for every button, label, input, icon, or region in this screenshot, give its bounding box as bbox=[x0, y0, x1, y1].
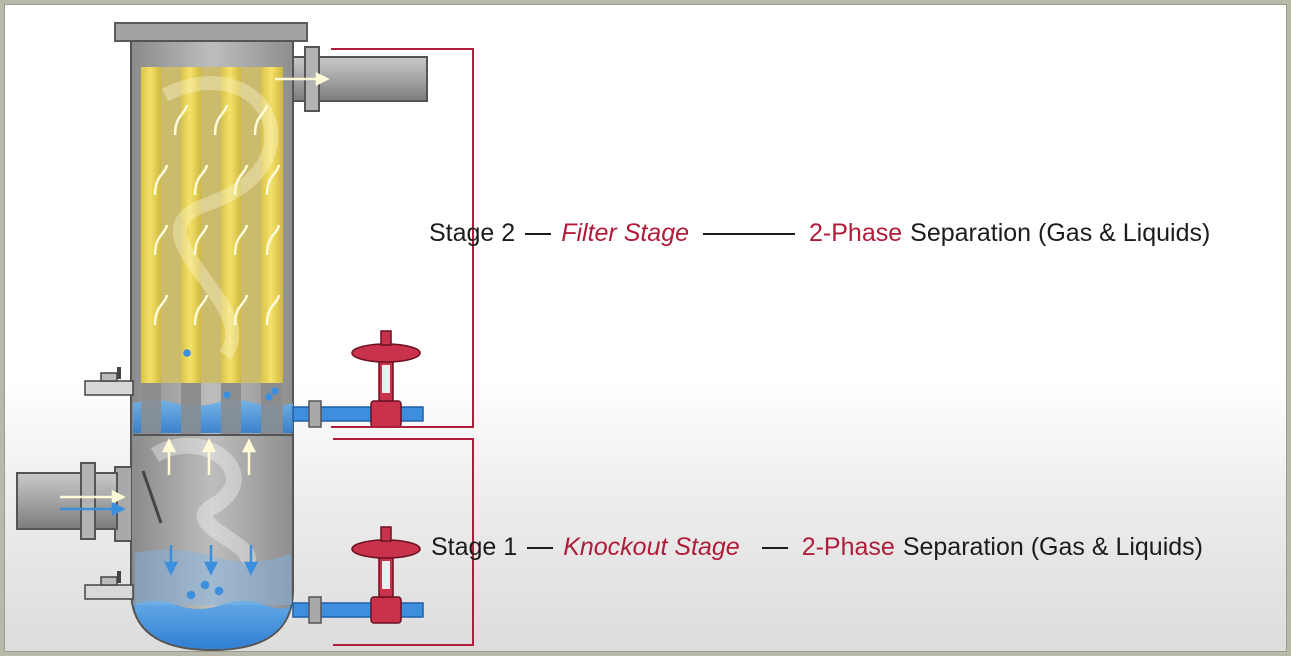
stage2-number: Stage 2 bbox=[429, 219, 516, 247]
stage2-name: Filter Stage bbox=[561, 219, 690, 247]
stage1-name: Knockout Stage bbox=[563, 533, 740, 561]
upper-drain-valve-icon bbox=[84, 367, 134, 396]
lower-liquid-outlet bbox=[292, 596, 424, 624]
lower-drain-valve-icon bbox=[84, 571, 134, 600]
stage1-label: Stage 1 Knockout Stage 2-Phase Separatio… bbox=[431, 533, 1203, 562]
stage2-label: Stage 2 Filter Stage 2-Phase Separation … bbox=[429, 219, 1210, 248]
stage1-separation: Separation (Gas & Liquids) bbox=[902, 533, 1203, 561]
inlet-flange bbox=[80, 462, 96, 540]
inlet-pipe bbox=[16, 472, 118, 530]
stage1-bracket bbox=[333, 438, 474, 646]
lower-control-valve-icon bbox=[351, 526, 421, 624]
lower-liquid bbox=[132, 591, 292, 649]
stage1-number: Stage 1 bbox=[431, 533, 518, 561]
filter-elements bbox=[141, 67, 283, 435]
stage2-phase: 2-Phase bbox=[809, 219, 903, 247]
stage2-separation: Separation (Gas & Liquids) bbox=[910, 219, 1211, 247]
separator-diagram bbox=[16, 22, 474, 651]
stage1-phase: 2-Phase bbox=[801, 533, 895, 561]
upper-liquid-outlet bbox=[292, 400, 424, 428]
upper-control-valve-icon bbox=[351, 330, 421, 428]
diagram-frame: Stage 2 Filter Stage 2-Phase Separation … bbox=[4, 4, 1287, 652]
gas-flow-arrows bbox=[60, 77, 317, 499]
stage2-bracket bbox=[331, 48, 474, 428]
vessel-top-cap bbox=[114, 22, 308, 42]
liquid-flow-arrows bbox=[60, 349, 279, 600]
